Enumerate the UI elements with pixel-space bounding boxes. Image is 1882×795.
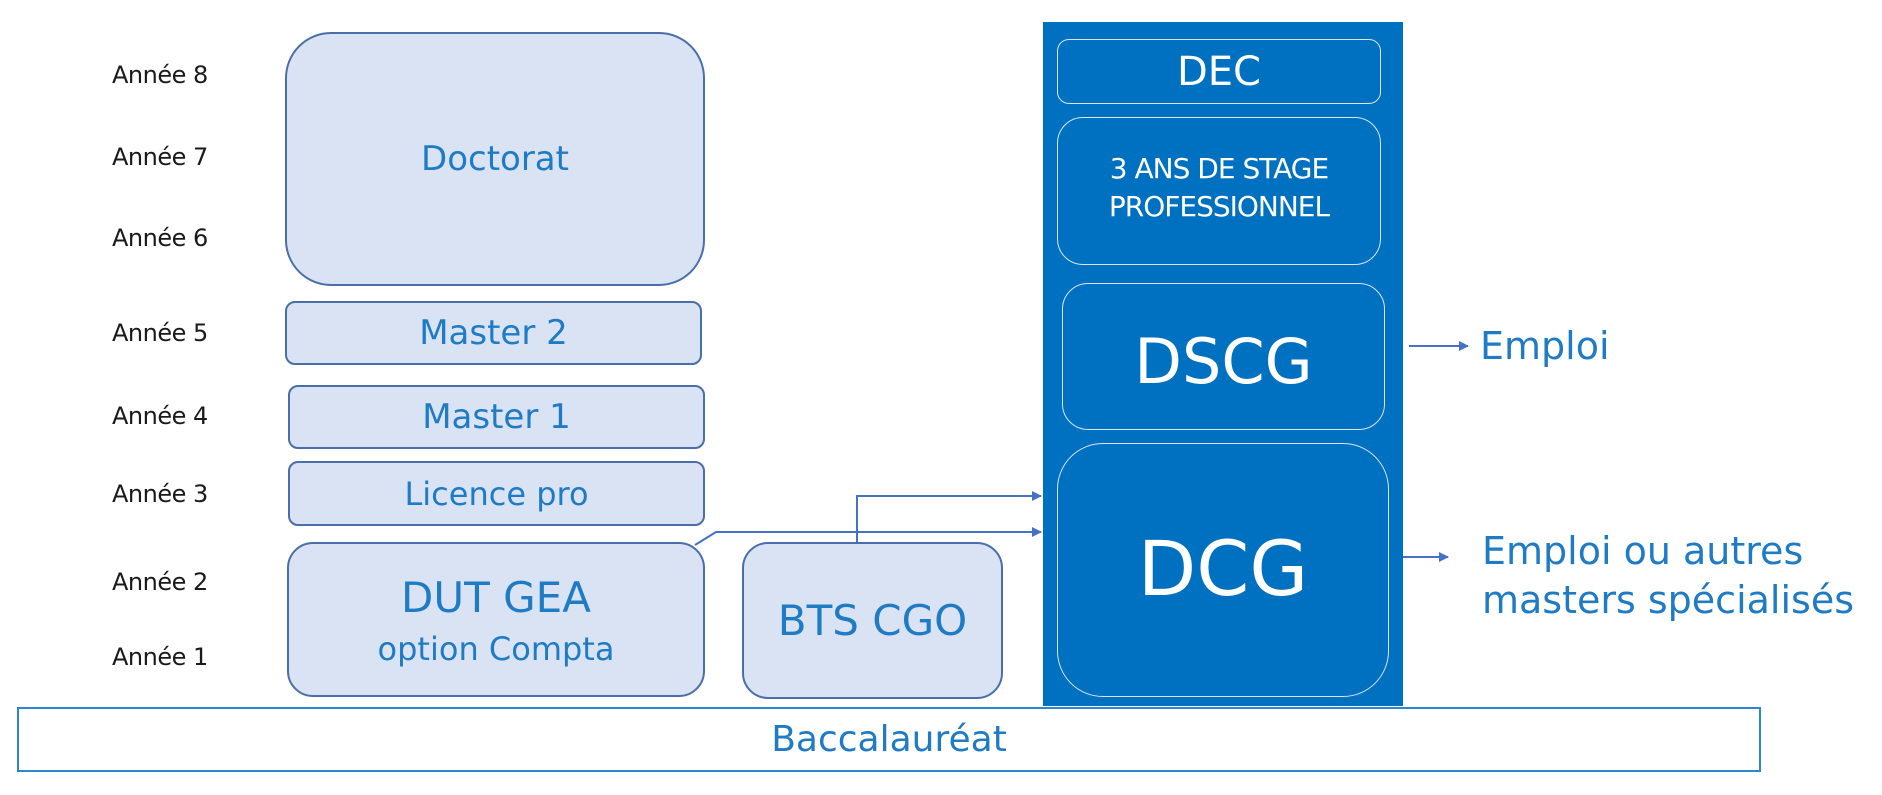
- doctorat-box: Doctorat: [285, 32, 705, 286]
- year-label-4: Année 4: [112, 402, 208, 430]
- licence-pro-box: Licence pro: [288, 461, 705, 526]
- dut-gea-box: DUT GEA option Compta: [287, 542, 705, 697]
- stage-label-line2: PROFESSIONNEL: [1108, 190, 1330, 223]
- master2-label: Master 2: [419, 313, 568, 353]
- year-label-8: Année 8: [112, 61, 208, 89]
- stage-label-line1: 3 ANS DE STAGE: [1109, 152, 1329, 185]
- dcg-label: DCG: [1137, 524, 1309, 613]
- year-label-2: Année 2: [112, 568, 208, 596]
- dcg-outcome-line1: Emploi ou autres: [1482, 529, 1804, 573]
- dscg-label: DSCG: [1134, 325, 1313, 398]
- dec-box: DEC: [1057, 39, 1381, 104]
- dscg-box: DSCG: [1062, 283, 1385, 430]
- dscg-outcome-label: Emploi: [1480, 324, 1610, 368]
- dec-label: DEC: [1176, 48, 1261, 95]
- year-label-3: Année 3: [112, 480, 208, 508]
- expert-comptable-column: [1043, 22, 1403, 706]
- dut-gea-subtitle: option Compta: [377, 629, 615, 668]
- year-label-6: Année 6: [112, 224, 208, 252]
- bts-to-dcg-arrow: [856, 491, 1042, 542]
- bts-cgo-box: BTS CGO: [742, 542, 1003, 699]
- dcg-box: DCG: [1057, 443, 1389, 697]
- master1-box: Master 1: [288, 385, 705, 449]
- year-label-5: Année 5: [112, 319, 208, 347]
- master1-label: Master 1: [422, 397, 571, 437]
- year-label-7: Année 7: [112, 143, 208, 171]
- bts-cgo-label: BTS CGO: [777, 596, 968, 645]
- year-label-1: Année 1: [112, 643, 208, 671]
- dcg-outcome-line2: masters spécialisés: [1482, 578, 1855, 622]
- stage-box: 3 ANS DE STAGE PROFESSIONNEL: [1057, 117, 1381, 265]
- dut-gea-title: DUT GEA: [401, 572, 591, 622]
- doctorat-label: Doctorat: [421, 139, 569, 179]
- baccalaureat-bar: Baccalauréat: [17, 707, 1761, 772]
- master2-box: Master 2: [285, 301, 702, 365]
- baccalaureat-label: Baccalauréat: [771, 719, 1007, 760]
- licence-pro-label: Licence pro: [404, 474, 589, 513]
